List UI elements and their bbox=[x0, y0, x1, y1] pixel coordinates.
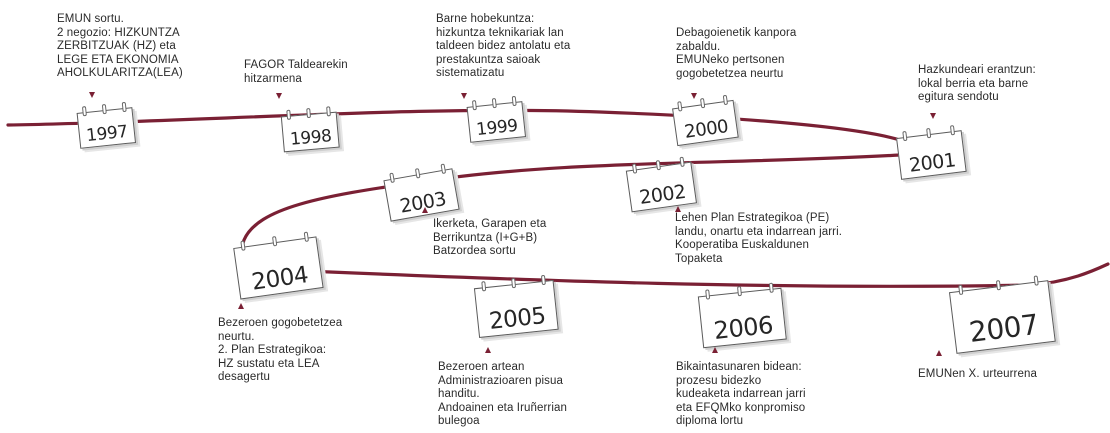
event-note-2004: Bezeroen gogobetetzea neurtu. 2. Plan Es… bbox=[218, 317, 343, 383]
event-note-1999: Barne hobekuntza: hizkuntza teknikariak … bbox=[436, 13, 571, 79]
pin-2002 bbox=[675, 206, 681, 212]
calendar-2004: 2004 bbox=[232, 230, 324, 300]
calendar-2001: 2001 bbox=[895, 124, 967, 180]
pin-2004 bbox=[238, 303, 244, 309]
event-note-2007: EMUNen X. urteurrena bbox=[918, 368, 1037, 380]
event-note-1998: FAGOR Taldearekin hitzarmena bbox=[244, 59, 348, 85]
calendar-2006: 2006 bbox=[697, 282, 787, 349]
pin-2003 bbox=[422, 207, 428, 213]
calendar-1997: 1997 bbox=[76, 101, 137, 149]
calendar-2005: 2005 bbox=[473, 274, 559, 339]
event-note-2002: Lehen Plan Estrategikoa (PE) landu, onar… bbox=[675, 212, 843, 265]
pin-2005 bbox=[485, 347, 491, 353]
calendar-2007: 2007 bbox=[948, 274, 1056, 354]
pin-2001 bbox=[930, 113, 936, 119]
pin-1998 bbox=[276, 93, 282, 99]
event-note-2003: Ikerketa, Garapen eta Berrikuntza (I+G+B… bbox=[433, 218, 547, 257]
event-note-2001: Hazkundeari erantzun: lokal berria eta b… bbox=[918, 64, 1036, 103]
pin-1999 bbox=[461, 93, 467, 99]
pin-2006 bbox=[712, 347, 718, 353]
calendar-2000: 2000 bbox=[671, 94, 739, 147]
event-note-1997: EMUN sortu. 2 negozio: HIZKUNTZA ZERBITZ… bbox=[57, 13, 183, 79]
calendar-1999: 1999 bbox=[466, 95, 527, 143]
calendar-2002: 2002 bbox=[625, 156, 698, 213]
pin-2000 bbox=[691, 93, 697, 99]
pin-1997 bbox=[89, 92, 95, 98]
calendar-1998: 1998 bbox=[280, 106, 340, 153]
event-note-2000: Debagoienetik kanpora zabaldu. EMUNeko p… bbox=[676, 27, 797, 80]
event-note-2005: Bezeroen artean Administrazioaren pisua … bbox=[438, 361, 567, 427]
pin-2007 bbox=[936, 350, 942, 356]
event-note-2006: Bikaintasunaren bidean: prozesu bidezko … bbox=[676, 361, 806, 427]
